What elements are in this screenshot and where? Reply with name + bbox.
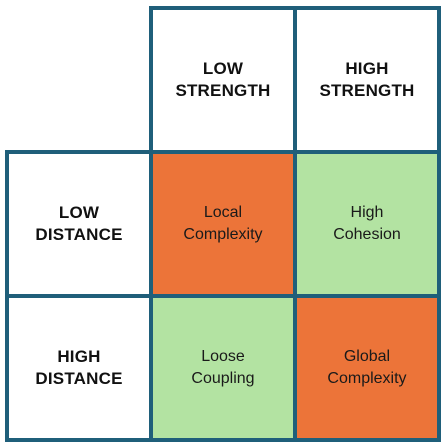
row-header-low-distance: LOW DISTANCE: [5, 150, 153, 298]
column-header-line2: STRENGTH: [175, 81, 271, 100]
cell-local-complexity: Local Complexity: [149, 150, 297, 298]
cell-line2: Complexity: [183, 226, 263, 243]
cell-line1: Global: [343, 348, 391, 365]
cell-line1: High: [350, 204, 384, 221]
cell-line1: Local: [203, 204, 243, 221]
cell-line2: Complexity: [327, 370, 407, 387]
cell-loose-coupling: Loose Coupling: [149, 294, 297, 442]
cell-line2: Cohesion: [333, 226, 401, 243]
row-header-high-distance: HIGH DISTANCE: [5, 294, 153, 442]
column-header-low-strength: LOW STRENGTH: [149, 6, 297, 154]
column-header-line2: STRENGTH: [319, 81, 415, 100]
cell-global-complexity: Global Complexity: [293, 294, 441, 442]
row-header-line1: HIGH: [57, 347, 101, 366]
column-header-line1: HIGH: [345, 59, 389, 78]
row-header-line1: LOW: [58, 203, 100, 222]
cell-line1: Loose: [201, 348, 245, 365]
cell-line2: Coupling: [191, 370, 255, 387]
column-header-high-strength: HIGH STRENGTH: [293, 6, 441, 154]
row-header-line2: DISTANCE: [35, 225, 123, 244]
column-header-line1: LOW: [202, 59, 244, 78]
cell-high-cohesion: High Cohesion: [293, 150, 441, 298]
row-header-line2: DISTANCE: [35, 369, 123, 388]
